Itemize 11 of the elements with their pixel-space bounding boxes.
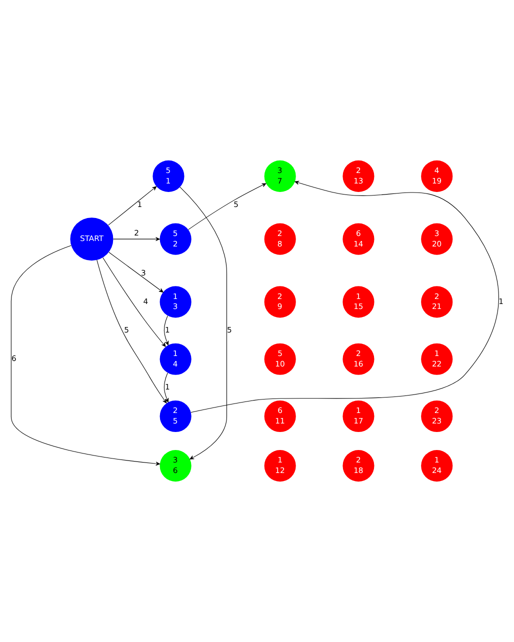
arrow bbox=[96, 260, 166, 404]
arrow bbox=[108, 186, 156, 226]
arrow bbox=[102, 257, 166, 347]
arrow bbox=[163, 372, 168, 402]
arrow bbox=[112, 237, 160, 242]
arrow bbox=[108, 252, 163, 292]
arrow bbox=[10, 245, 160, 466]
arrow bbox=[190, 180, 498, 413]
arrow bbox=[163, 315, 168, 346]
arrow bbox=[179, 186, 227, 460]
arrow bbox=[188, 183, 266, 230]
